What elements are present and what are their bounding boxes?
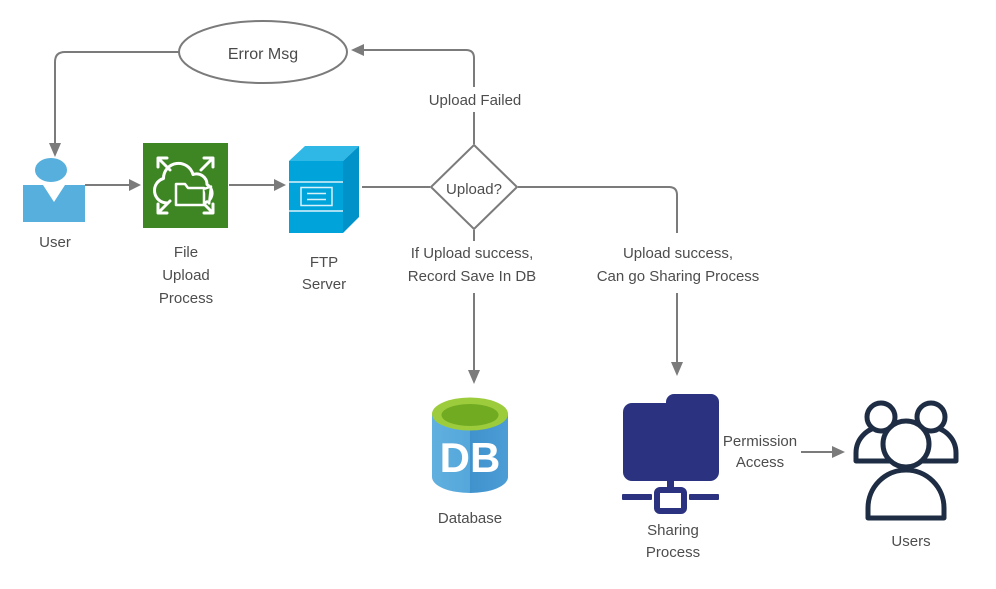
folder-page-glyph xyxy=(203,185,213,205)
sharing-process-icon xyxy=(622,394,719,514)
arrowhead-into-ftp xyxy=(274,179,286,191)
database-icon xyxy=(432,397,508,493)
user-icon xyxy=(23,158,85,222)
upload-decision-diamond xyxy=(429,143,519,231)
edge-sharing xyxy=(518,186,678,362)
folder-glyph-icon xyxy=(174,182,206,207)
server-front-face xyxy=(289,161,343,233)
network-stem xyxy=(667,481,674,491)
file-upload-process-icon xyxy=(143,143,228,228)
arrowhead-into-upload xyxy=(129,179,141,191)
front-user-body xyxy=(865,467,947,521)
front-user-head xyxy=(880,418,932,470)
ftp-server-icon xyxy=(289,146,359,233)
error-msg-ellipse xyxy=(178,20,348,84)
edge-upload-failed xyxy=(364,49,475,144)
arrowhead-into-sharing xyxy=(671,362,683,376)
network-left-bar xyxy=(622,494,652,500)
arrowhead-into-user xyxy=(49,143,61,157)
server-top-face xyxy=(289,146,359,161)
network-node-box xyxy=(654,487,687,514)
db-cylinder-body xyxy=(432,414,508,493)
back-left-user-head xyxy=(864,400,898,434)
user-head xyxy=(35,158,67,182)
arrowhead-into-database xyxy=(468,370,480,384)
arrowhead-into-users xyxy=(832,446,845,458)
folder-body xyxy=(623,403,719,481)
db-top-inner xyxy=(441,404,499,426)
connector-lines xyxy=(54,49,832,453)
arrowhead-into-error xyxy=(351,44,364,56)
back-right-user-head xyxy=(914,400,948,434)
expand-arrows-icon xyxy=(156,156,215,215)
edge-error-to-user xyxy=(54,51,179,143)
server-side-face xyxy=(343,146,359,233)
users-icon xyxy=(853,400,959,521)
network-right-bar xyxy=(689,494,719,500)
server-drive-slot xyxy=(300,186,333,207)
user-body xyxy=(23,185,85,222)
connector-arrowheads xyxy=(49,44,845,458)
